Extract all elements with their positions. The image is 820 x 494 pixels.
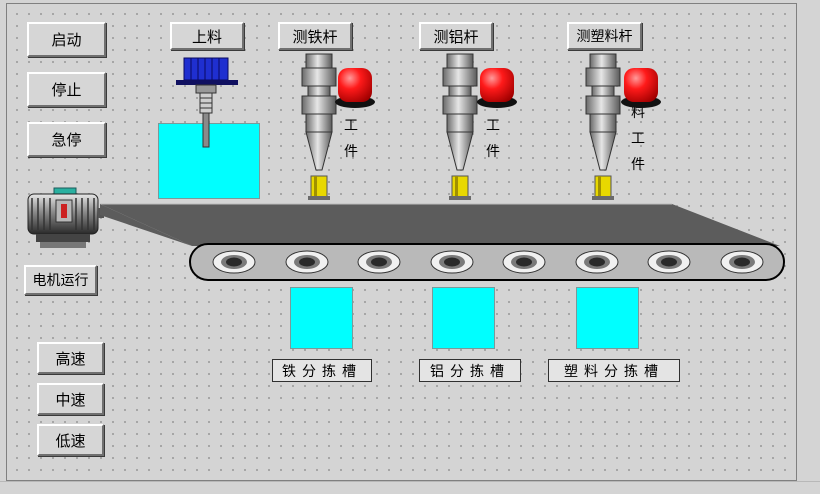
iron-sort-bin bbox=[290, 287, 353, 349]
status-strip bbox=[0, 481, 820, 494]
iron-sensor-button[interactable]: 测铁杆 bbox=[278, 22, 352, 50]
aluminum-sensor-probe-icon bbox=[442, 53, 478, 200]
feed-button[interactable]: 上料 bbox=[170, 22, 244, 50]
mid-speed-button[interactable]: 中速 bbox=[37, 383, 104, 415]
stop-button[interactable]: 停止 bbox=[27, 72, 106, 107]
high-speed-button[interactable]: 高速 bbox=[37, 342, 104, 374]
iron-sensor-probe-icon bbox=[301, 53, 337, 200]
iron-bin-label: 铁分拣槽 bbox=[272, 359, 372, 382]
plastic-sort-bin bbox=[576, 287, 639, 349]
iron-sensor-indicator-icon bbox=[335, 68, 375, 108]
plastic-bin-label: 塑料分拣槽 bbox=[548, 359, 680, 382]
aluminum-workpiece-label: 工件 bbox=[486, 118, 500, 160]
motor-run-button[interactable]: 电机运行 bbox=[24, 265, 97, 295]
start-button[interactable]: 启动 bbox=[27, 22, 106, 57]
emergency-stop-button[interactable]: 急停 bbox=[27, 122, 106, 157]
conveyor-rollers bbox=[212, 250, 764, 274]
plastic-workpiece-label: 料工件 bbox=[631, 105, 645, 173]
low-speed-button[interactable]: 低速 bbox=[37, 424, 104, 456]
feeder-motor-icon bbox=[176, 57, 238, 148]
motor-icon bbox=[27, 187, 104, 248]
aluminum-sort-bin bbox=[432, 287, 495, 349]
plastic-sensor-button[interactable]: 测塑料杆 bbox=[567, 22, 642, 50]
plastic-sensor-probe-icon bbox=[585, 53, 621, 200]
plastic-sensor-indicator-icon bbox=[621, 68, 661, 108]
aluminum-sensor-button[interactable]: 测铝杆 bbox=[419, 22, 493, 50]
aluminum-bin-label: 铝分拣槽 bbox=[419, 359, 521, 382]
aluminum-sensor-indicator-icon bbox=[477, 68, 517, 108]
iron-workpiece-label: 工件 bbox=[344, 118, 358, 160]
